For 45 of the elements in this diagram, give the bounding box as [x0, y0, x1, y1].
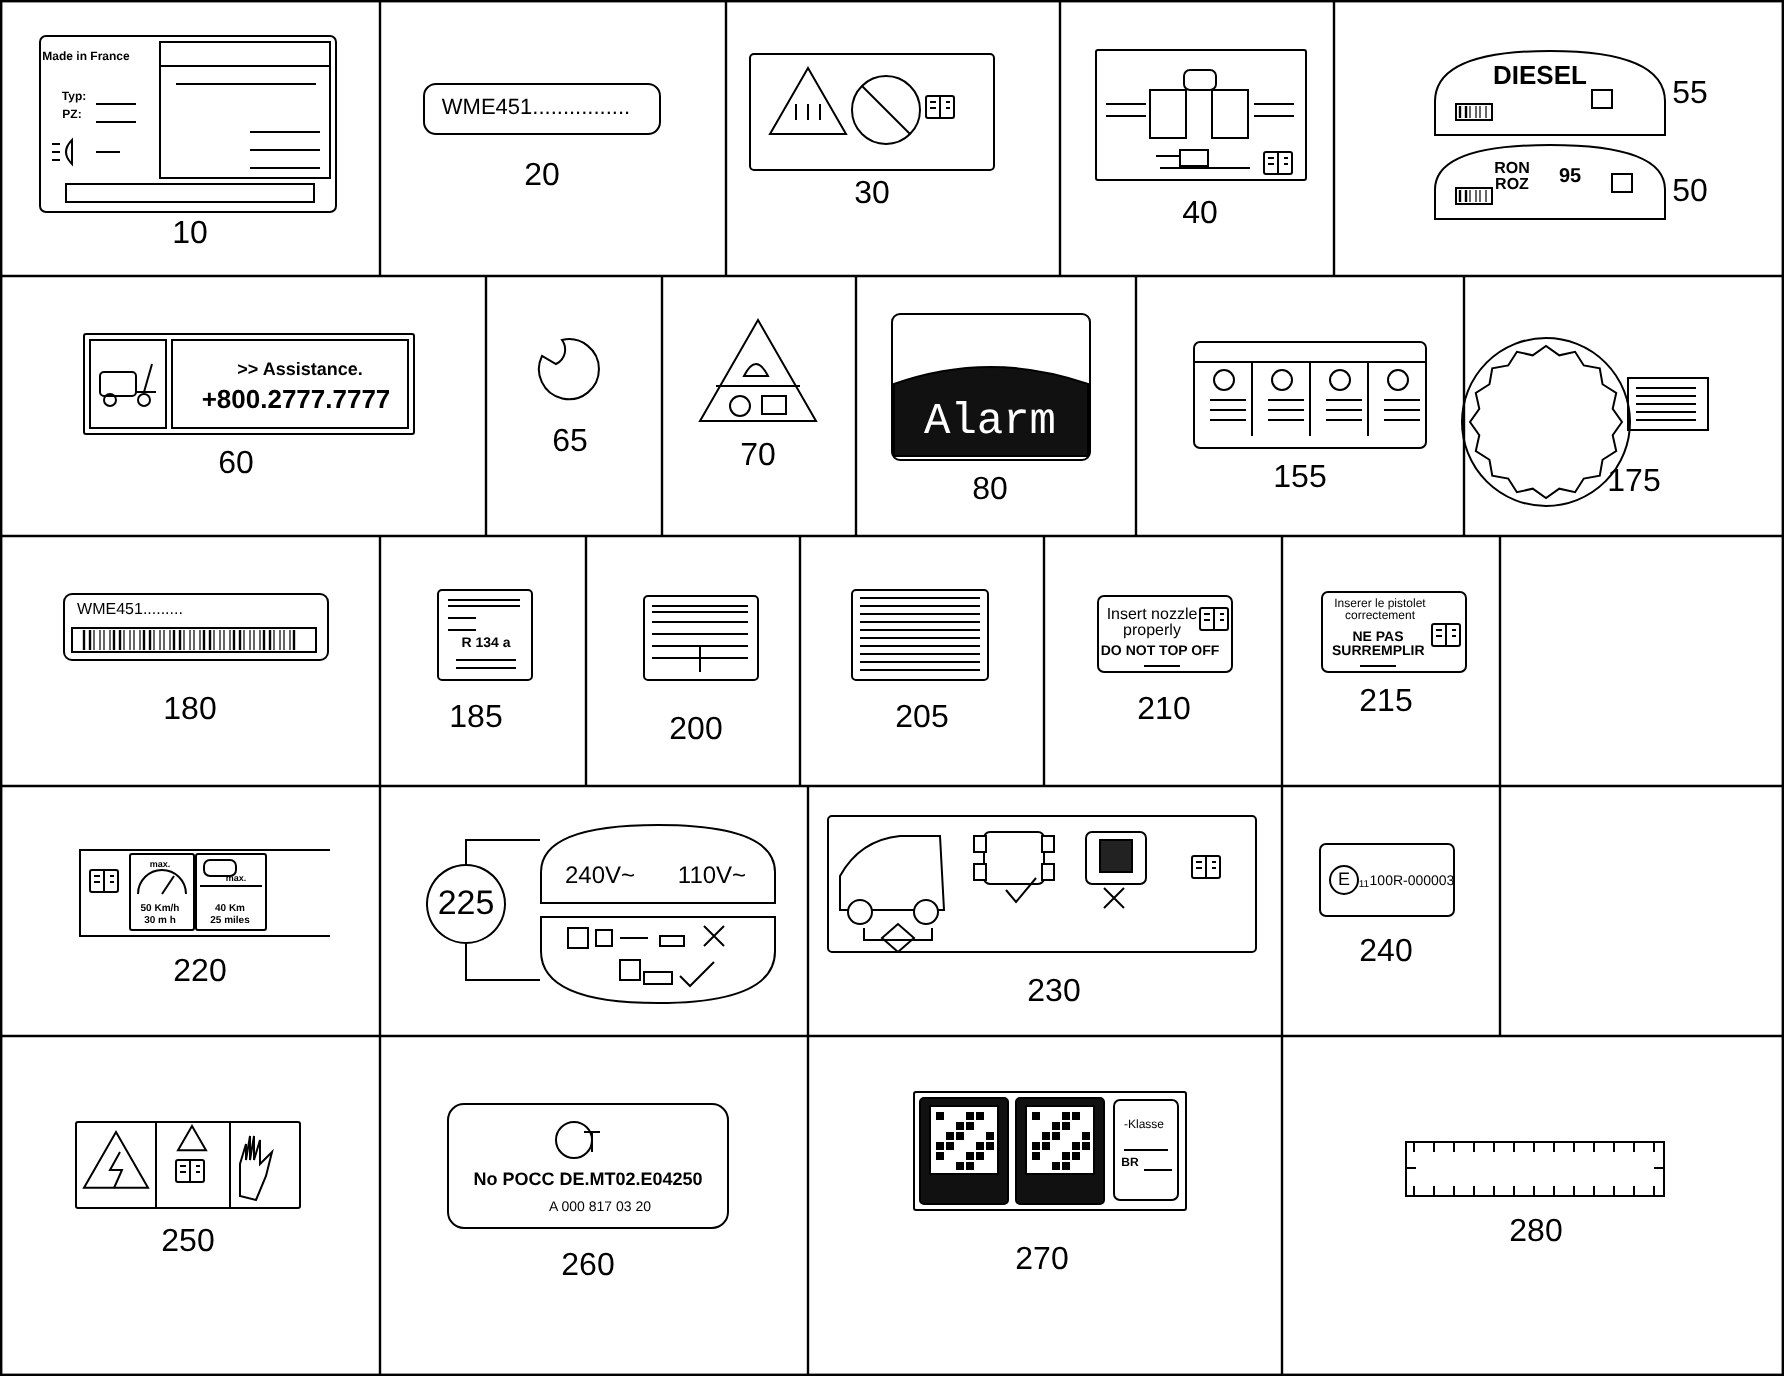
- callout-number: 155: [1273, 463, 1327, 497]
- charging-label: [540, 916, 776, 1004]
- callout-number: 220: [173, 957, 227, 991]
- callout-number: 270: [1015, 1245, 1069, 1279]
- callout-number: 65: [552, 427, 588, 461]
- label-text: 110V~: [677, 863, 747, 889]
- fuel-type-label: [1434, 50, 1666, 136]
- callout-number: 205: [895, 703, 949, 737]
- label-text: E: [1338, 870, 1350, 890]
- callout-number: 10: [172, 219, 208, 253]
- fuel-type-label: [1434, 144, 1666, 220]
- callout-number: 55: [1672, 79, 1708, 113]
- callout-number: 230: [1027, 977, 1081, 1011]
- callout-number: 80: [972, 475, 1008, 509]
- callout-number: 210: [1137, 695, 1191, 729]
- label-text: WME451................: [441, 98, 631, 122]
- callout-number: 70: [740, 441, 776, 475]
- label-text: Insert nozzle properly: [1104, 607, 1200, 641]
- leader-line: [465, 943, 541, 981]
- label-text: >> Assistance.: [237, 360, 363, 380]
- label-text: Alarm: [924, 398, 1056, 446]
- label-text: WME451.........: [77, 601, 183, 619]
- callout-number: 215: [1359, 687, 1413, 721]
- voltage-label: [540, 824, 776, 904]
- label-text: DIESEL: [1493, 62, 1587, 90]
- callout-number: 50: [1672, 177, 1708, 211]
- callout-number: 180: [163, 695, 217, 729]
- label-text: 95: [1558, 167, 1582, 189]
- callout-number: 40: [1182, 199, 1218, 233]
- label-text: No POCC DE.MT02.E04250: [473, 1170, 703, 1190]
- label-text: 240V~: [564, 863, 636, 889]
- callout-number: 240: [1359, 937, 1413, 971]
- label-text: +800.2777.7777: [201, 386, 391, 414]
- callout-number: 30: [854, 179, 890, 213]
- callout-number: 260: [561, 1251, 615, 1285]
- callout-number: 185: [449, 703, 503, 737]
- callout-number: 60: [218, 449, 254, 483]
- callout-number: 175: [1607, 467, 1661, 501]
- callout-circle: 225: [426, 864, 506, 944]
- callout-number: 20: [524, 161, 560, 195]
- callout-number: 250: [161, 1227, 215, 1261]
- callout-number: 280: [1509, 1217, 1563, 1251]
- leader-line: [465, 839, 541, 865]
- callout-number: 200: [669, 715, 723, 749]
- label-text: RON ROZ: [1492, 161, 1532, 195]
